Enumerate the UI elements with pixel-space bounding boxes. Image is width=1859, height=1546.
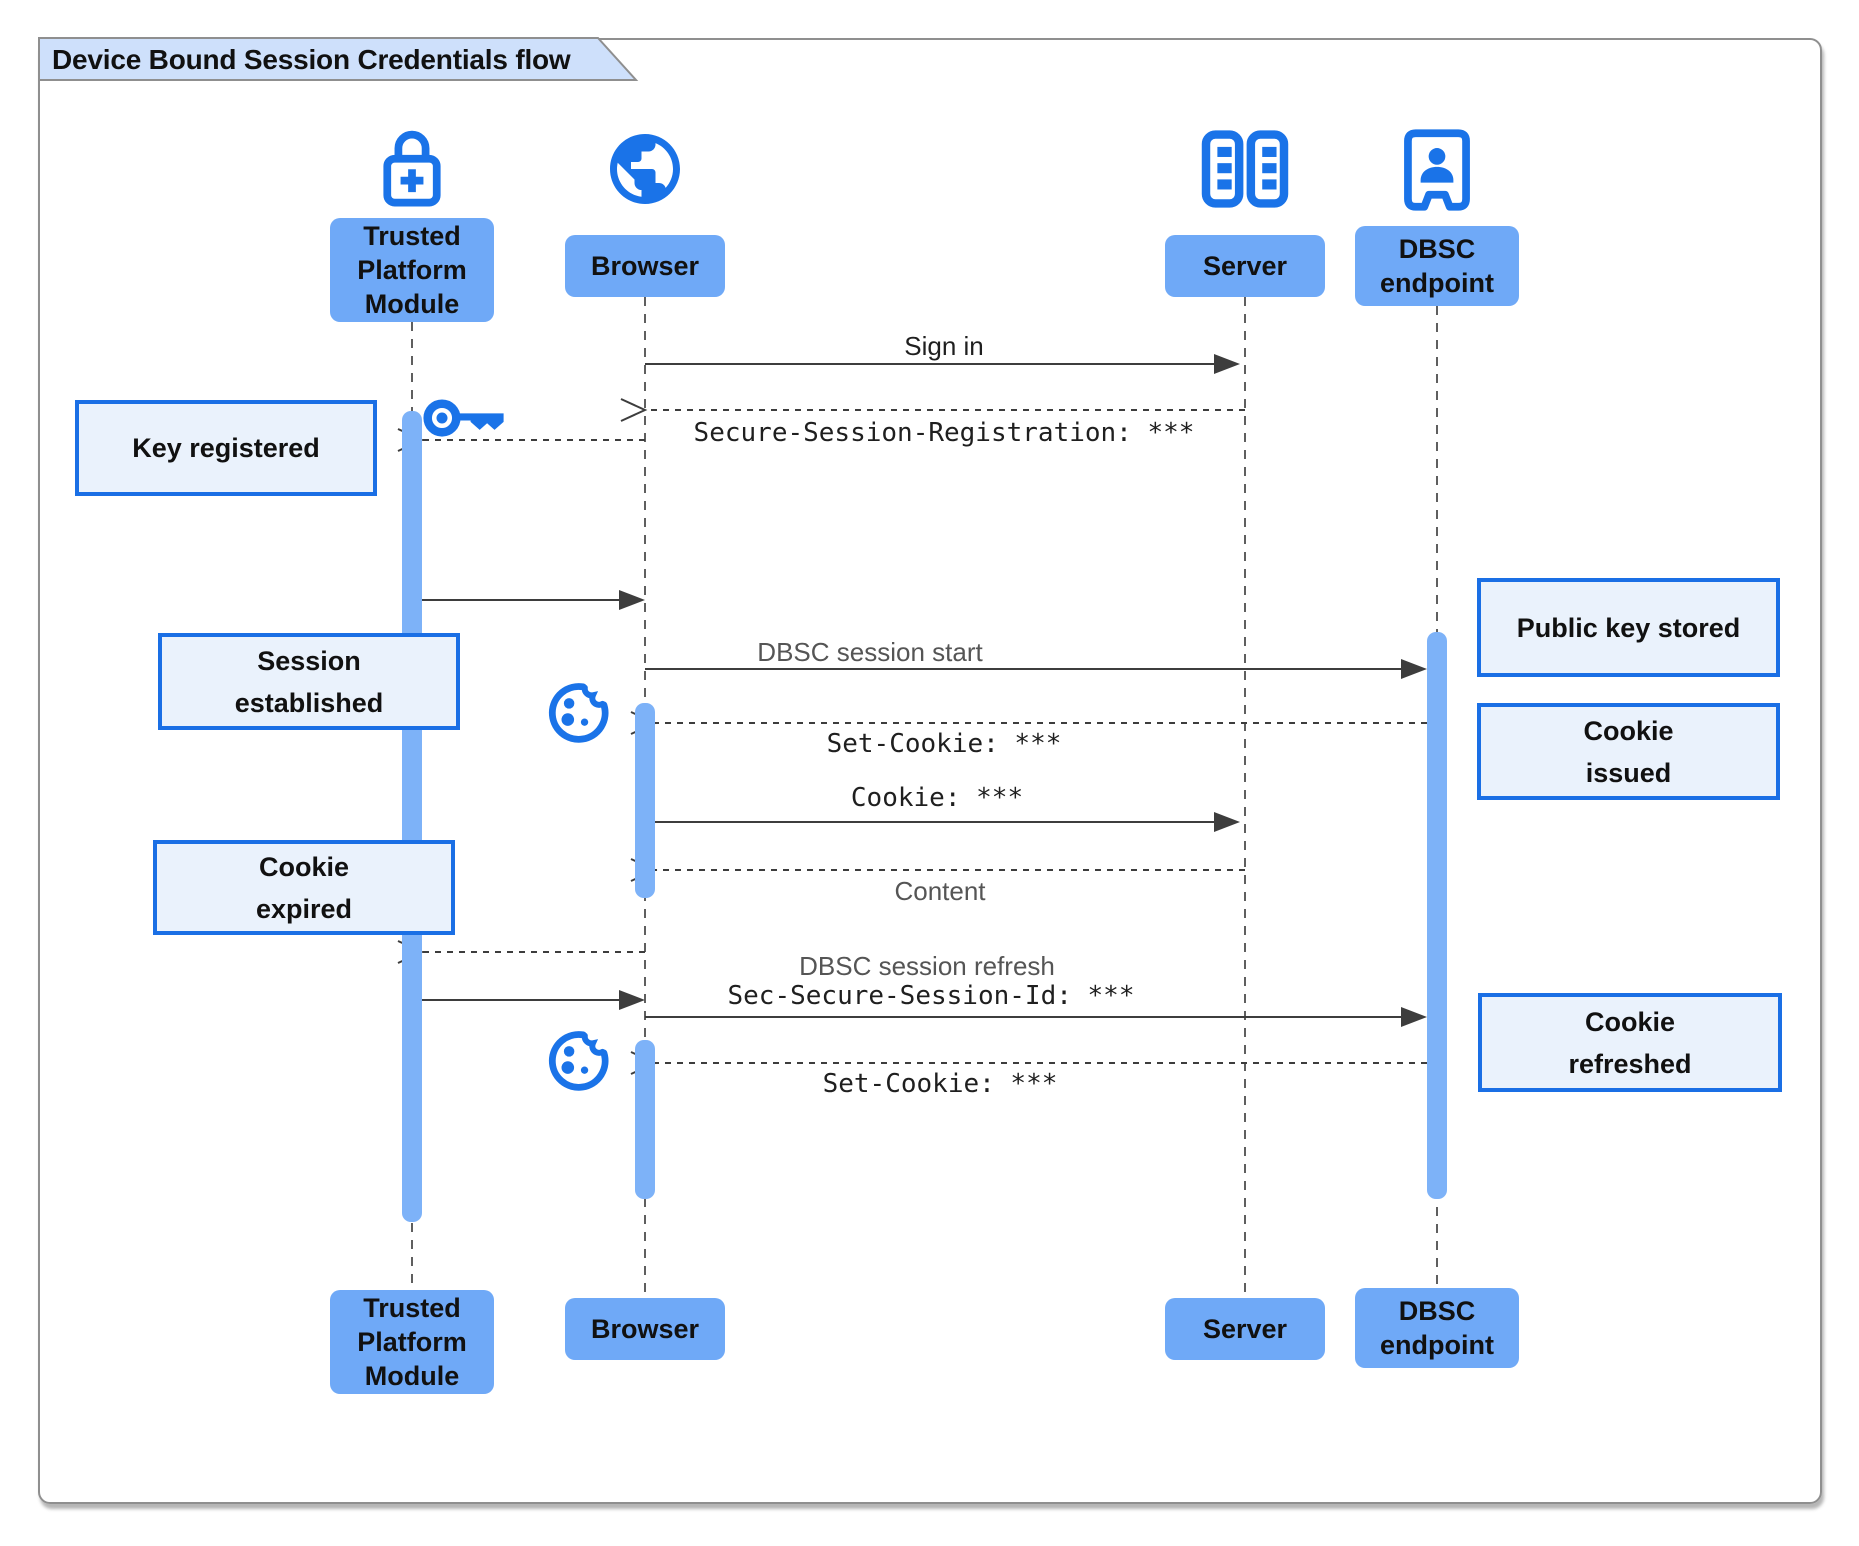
participant-label-browser-top: Browser [565,235,725,297]
participant-label-dbsc-bottom: DBSC endpoint [1355,1288,1519,1368]
arrowhead-dbsc-session-refresh [1401,1007,1427,1027]
message-label-content: Content [894,876,986,906]
diagram-title: Device Bound Session Credentials flow [52,44,571,75]
activation-bar-browser-2 [635,1040,655,1199]
note-text-line: expired [255,893,353,924]
globe-icon [610,134,680,204]
message-label-set-cookie-2: Set-Cookie: *** [822,1069,1058,1099]
activation-bar-browser-1 [635,703,655,898]
arrowhead-dbsc-session-start [1401,659,1427,679]
participant-label-line: Platform [357,255,467,285]
note-text-line: Session [257,645,361,676]
lock-plus-icon [378,122,446,214]
message-label-set-cookie-1: Set-Cookie: *** [826,729,1062,759]
arrowhead-key-registered-ack [619,590,645,610]
participant-label-line: endpoint [1380,268,1494,298]
cookie-icon [544,676,612,748]
note-cookie-issued: Cookie issued [1477,703,1780,800]
note-key-registered: Key registered [75,400,377,496]
doorway-user-icon [1403,125,1471,215]
participant-label-server-top: Server [1165,235,1325,297]
participant-label-line: Module [364,289,460,319]
note-text-line: Cookie [258,851,350,882]
message-label-dbsc-session-refresh-1: Sec-Secure-Session-Id: *** [727,981,1135,1011]
participant-label-line: Server [1202,251,1288,281]
doorway-user-icon [1404,129,1470,211]
participant-label-line: endpoint [1380,1330,1494,1360]
note-session-established: Session established [158,633,460,730]
participant-label-line: Browser [590,251,700,281]
activation-bar-tpm-0 [402,411,422,1222]
participant-label-dbsc-top: DBSC endpoint [1355,226,1519,306]
participant-label-line: Trusted [363,1293,461,1323]
activation-bar-dbsc-3 [1427,632,1447,1199]
server-icon [1196,130,1294,208]
note-text-line: Cookie [1583,715,1674,746]
key-icon [423,399,504,437]
participant-label-line: Browser [590,1314,700,1344]
cookie-icon [544,1024,612,1096]
note-text-line: refreshed [1568,1048,1692,1079]
message-label-cookie: Cookie: *** [850,783,1024,813]
participant-label-browser-bottom: Browser [565,1298,725,1360]
participant-label-line: Module [364,1361,460,1391]
message-label-dbsc-session-refresh: DBSC session refresh [799,951,1055,981]
cookie-icon [548,1031,609,1091]
arrowhead-tpm-refresh-ack [619,990,645,1010]
key-icon [420,384,508,452]
message-label-secure-session-registration: Secure-Session-Registration: *** [693,418,1195,448]
note-text-line: Public key stored [1516,612,1741,643]
note-text-line: Key registered [132,433,320,463]
participant-label-server-bottom: Server [1165,1298,1325,1360]
globe-icon [603,127,687,211]
participant-label-line: Server [1202,1314,1288,1344]
note-public-key-stored: Public key stored [1477,578,1780,677]
note-text-line: Cookie [1584,1006,1676,1037]
arrowhead-secure-session-registration [620,398,648,422]
arrowhead-sign-in [1214,354,1240,374]
diagram-frame [38,38,1822,1504]
message-label-sign-in: Sign in [904,331,984,361]
note-text-line: established [234,687,384,718]
participant-label-line: DBSC [1398,234,1476,264]
lock-plus-icon [383,130,441,207]
note-cookie-expired: Cookie expired [153,840,455,935]
server-icon [1201,130,1289,208]
cookie-icon [548,683,609,743]
arrowhead-cookie [1214,812,1240,832]
participant-label-line: Platform [357,1327,467,1357]
title-tab [38,37,639,81]
message-label-dbsc-session-start: DBSC session start [757,637,983,667]
participant-label-line: DBSC [1398,1296,1476,1326]
note-cookie-refreshed: Cookie refreshed [1478,993,1782,1092]
participant-label-line: Trusted [363,221,461,251]
note-text-line: issued [1585,757,1672,788]
